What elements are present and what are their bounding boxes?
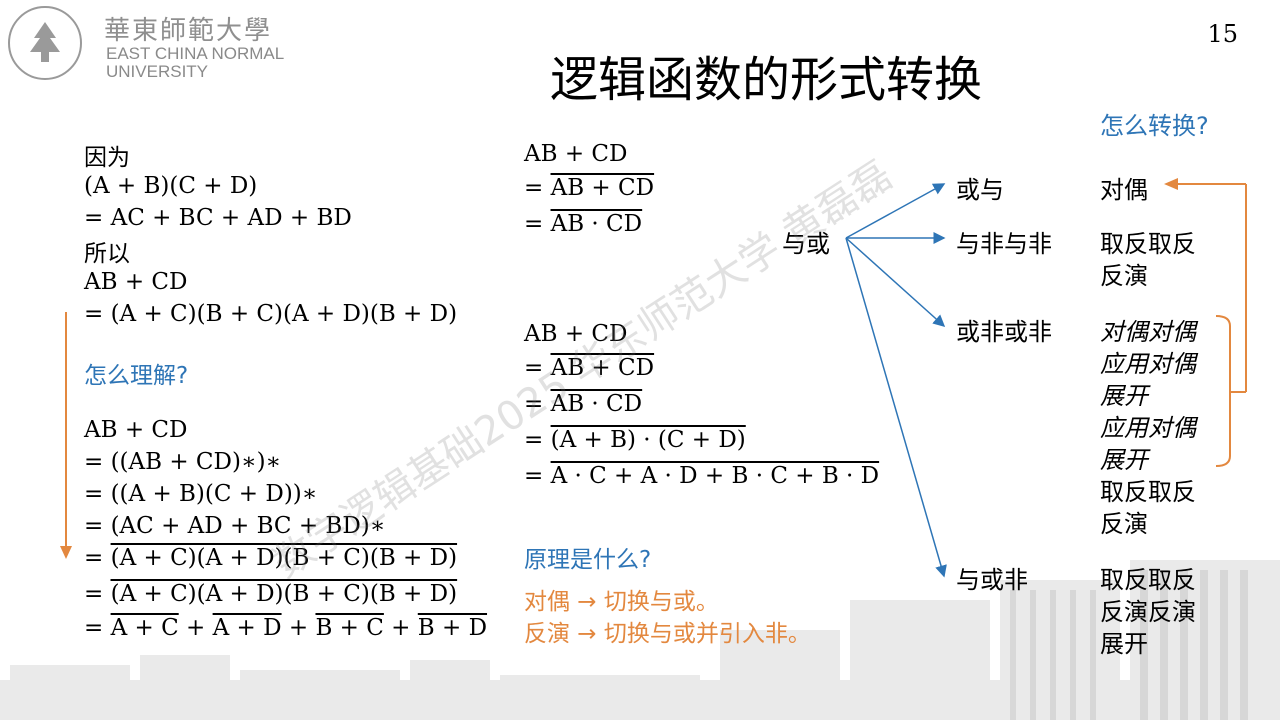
expr-left-4: = (A + C)(B + C)(A + D)(B + D) (84, 301, 458, 327)
logo-english-line2: UNIVERSITY (106, 62, 209, 81)
mid-b1: AB + CD (524, 321, 628, 347)
derivation-arrow-icon (60, 312, 72, 559)
expr-left-2: = AC + BC + AD + BD (84, 205, 352, 231)
mid-a3: = AB · CD (524, 209, 643, 237)
derivation-5: = (A + C)(A + D)(B + C)(B + D) (84, 545, 458, 571)
target-nor-nor: 或非或非 (956, 318, 1052, 346)
mid-b5: = A · C + A · D + B · C + B · D (524, 463, 880, 489)
mid-b2: = AB + CD (524, 353, 655, 381)
logo-english-line1: EAST CHINA NORMAL (106, 44, 285, 63)
derivation-3: = ((A + B)(C + D))∗ (84, 481, 318, 507)
method-dual: 对偶 (1100, 176, 1148, 204)
derivation-5-overlined: (A + C)(A + D)(B + C)(B + D) (110, 545, 458, 571)
method-3a: 对偶对偶 (1100, 318, 1196, 346)
method-2a: 取反取反 (1100, 230, 1196, 258)
derivation-6-double-overlined: (A + C)(A + D)(B + C)(B + D) (110, 579, 458, 607)
method-4b: 反演反演 (1100, 598, 1196, 626)
so-label: 所以 (84, 241, 130, 267)
campus-skyline-background (0, 560, 1280, 720)
method-4a: 取反取反 (1100, 566, 1196, 594)
method-3f: 取反取反 (1100, 478, 1196, 506)
mid-a1: AB + CD (524, 141, 628, 167)
principle-question: 原理是什么? (524, 547, 652, 573)
derivation-4: = (AC + AD + BC + BD)∗ (84, 513, 386, 539)
target-or-and: 或与 (956, 176, 1004, 204)
dual-bracket-arrow-icon (1164, 178, 1247, 467)
page-number: 15 (1207, 20, 1238, 48)
expr-left-3: AB + CD (84, 269, 188, 295)
expr-left-1: (A + B)(C + D) (84, 173, 258, 199)
how-to-convert: 怎么转换? (1100, 112, 1209, 140)
method-3g: 反演 (1100, 510, 1148, 538)
method-3d: 应用对偶 (1100, 414, 1196, 442)
seal-icon (8, 6, 82, 80)
diagram-arrows-icon (845, 183, 947, 578)
target-and-or-invert: 与或非 (956, 566, 1028, 594)
method-3b: 应用对偶 (1100, 350, 1196, 378)
method-3e: 展开 (1100, 446, 1148, 474)
mid-b3: = AB · CD (524, 389, 643, 417)
university-logo: 華東師範大學 EAST CHINA NORMAL UNIVERSITY (8, 6, 298, 81)
mid-b4: = (A + B) · (C + D) (524, 427, 746, 453)
logo-chinese: 華東師範大學 (104, 16, 273, 46)
principle-inverse: 反演 → 切换与或并引入非。 (524, 621, 811, 647)
derivation-7: = A + C + A + D + B + C + B + D (84, 615, 488, 641)
derivation-2: = ((AB + CD)∗)∗ (84, 449, 282, 475)
slide-title: 逻辑函数的形式转换 (550, 52, 983, 108)
method-2b: 反演 (1100, 262, 1148, 290)
derivation-1: AB + CD (84, 417, 188, 443)
mid-a2: = AB + CD (524, 173, 655, 201)
derivation-6: = (A + C)(A + D)(B + C)(B + D) (84, 579, 458, 607)
question-how-understand: 怎么理解? (84, 363, 189, 389)
principle-dual: 对偶 → 切换与或。 (524, 589, 719, 615)
method-4c: 展开 (1100, 630, 1148, 658)
because-label: 因为 (84, 145, 130, 171)
method-3c: 展开 (1100, 382, 1148, 410)
target-nand-nand: 与非与非 (956, 230, 1052, 258)
diagram-source-and-or: 与或 (782, 230, 830, 258)
